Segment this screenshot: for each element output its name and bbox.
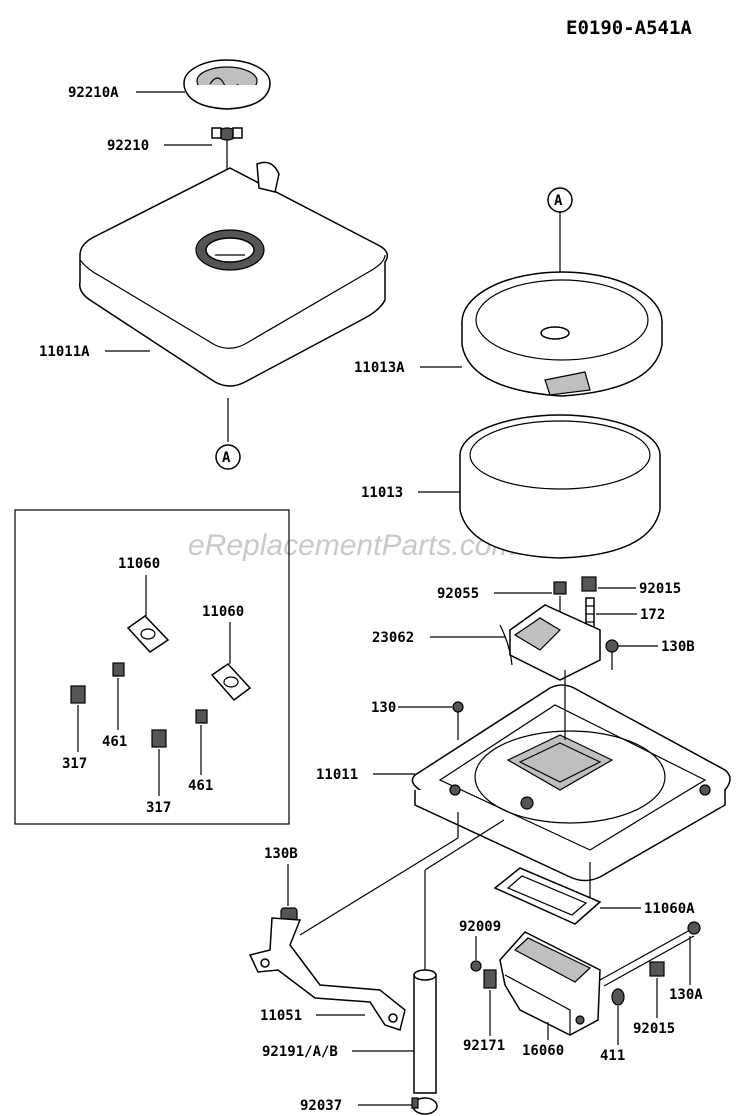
label-11013A: 11013A bbox=[354, 360, 405, 376]
bolt-130B-top[interactable] bbox=[605, 639, 619, 670]
gasket-11060A[interactable] bbox=[493, 867, 602, 925]
svg-text:A: A bbox=[222, 450, 231, 466]
washer-461-left[interactable] bbox=[112, 662, 125, 677]
label-inset-11060-left: 11060 bbox=[118, 556, 160, 572]
gasket-11060-right[interactable] bbox=[210, 663, 252, 702]
label-11051: 11051 bbox=[260, 1008, 302, 1024]
adapter-16060[interactable] bbox=[499, 931, 601, 1036]
washer-461-right[interactable] bbox=[195, 709, 208, 724]
bracket-23062[interactable] bbox=[499, 604, 601, 681]
label-16060: 16060 bbox=[522, 1043, 564, 1059]
tube-92191[interactable] bbox=[413, 969, 437, 1094]
plug-92009[interactable] bbox=[470, 960, 482, 972]
label-92191: 92191/A/B bbox=[262, 1044, 338, 1060]
label-inset-11060-right: 11060 bbox=[202, 604, 244, 620]
clamp-92037[interactable] bbox=[411, 1097, 438, 1115]
label-inset-461-right: 461 bbox=[188, 778, 213, 794]
nut-317-right[interactable] bbox=[151, 729, 167, 748]
fitting-92171[interactable] bbox=[483, 969, 497, 989]
label-11060A: 11060A bbox=[644, 901, 695, 917]
label-172: 172 bbox=[640, 607, 665, 623]
nut-92015-bottom[interactable] bbox=[649, 961, 665, 977]
label-11011A: 11011A bbox=[39, 344, 90, 360]
label-411: 411 bbox=[600, 1048, 625, 1064]
cover-11011A[interactable] bbox=[78, 161, 389, 387]
label-inset-317-right: 317 bbox=[146, 800, 171, 816]
label-92037: 92037 bbox=[300, 1098, 342, 1114]
inset-alternate-parts: 11060 11060 461 461 317 317 bbox=[14, 509, 290, 825]
bracket-11051[interactable] bbox=[248, 917, 406, 1031]
label-92055: 92055 bbox=[437, 586, 479, 602]
bolt-130[interactable] bbox=[452, 701, 464, 740]
label-92009: 92009 bbox=[459, 919, 501, 935]
label-92210A: 92210A bbox=[68, 85, 119, 101]
washer-411[interactable] bbox=[611, 988, 625, 1006]
label-inset-317-left: 317 bbox=[62, 756, 87, 772]
foam-prefilter-11013[interactable] bbox=[459, 414, 661, 559]
base-plate-11011[interactable] bbox=[411, 684, 731, 882]
label-92015-bottom: 92015 bbox=[633, 1021, 675, 1037]
label-11011: 11011 bbox=[316, 767, 358, 783]
svg-text:A: A bbox=[554, 193, 563, 209]
label-inset-461-left: 461 bbox=[102, 734, 127, 750]
nut-317-left[interactable] bbox=[70, 685, 86, 704]
bolt-92015-top[interactable] bbox=[581, 576, 597, 592]
label-130B-bottom: 130B bbox=[264, 846, 298, 862]
ref-marker-A-left: A bbox=[215, 444, 241, 470]
nut-92055[interactable] bbox=[553, 581, 567, 595]
gasket-11060-left[interactable] bbox=[126, 615, 170, 653]
label-130: 130 bbox=[371, 700, 396, 716]
filter-element-11013A[interactable] bbox=[461, 271, 663, 397]
label-92171: 92171 bbox=[463, 1038, 505, 1054]
cap-92210A[interactable] bbox=[183, 59, 271, 110]
label-92210: 92210 bbox=[107, 138, 149, 154]
watermark: eReplacementParts.com bbox=[188, 529, 516, 562]
bolt-130A[interactable] bbox=[599, 921, 701, 987]
label-23062: 23062 bbox=[372, 630, 414, 646]
label-92015-top: 92015 bbox=[639, 581, 681, 597]
label-11013: 11013 bbox=[361, 485, 403, 501]
ref-marker-A-right: A bbox=[547, 187, 573, 213]
wing-nut-92210[interactable] bbox=[211, 127, 243, 141]
diagram-code: E0190-A541A bbox=[566, 17, 692, 39]
label-130A: 130A bbox=[669, 987, 703, 1003]
label-130B-top: 130B bbox=[661, 639, 695, 655]
